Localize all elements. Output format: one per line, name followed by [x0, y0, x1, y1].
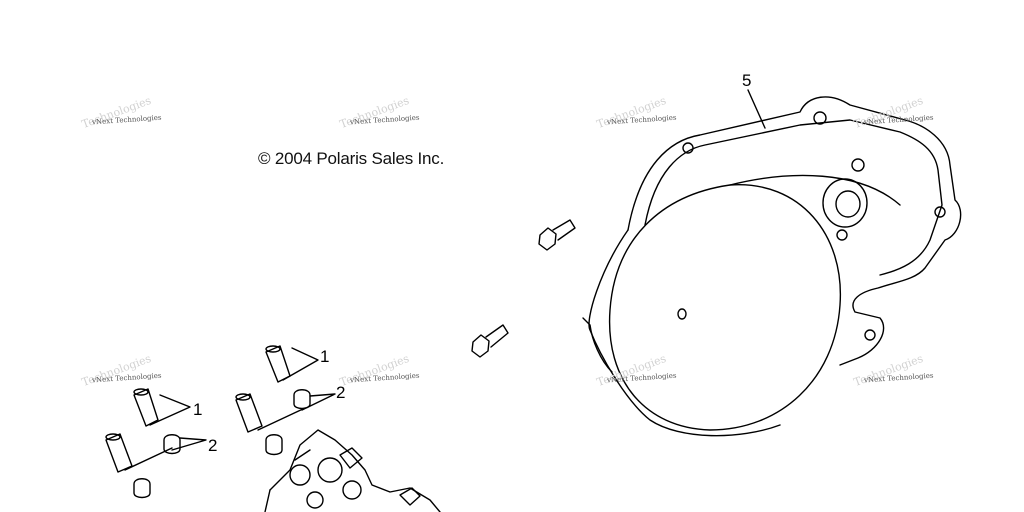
seal-2d: [133, 478, 151, 499]
bolt-upper: [538, 219, 576, 251]
cover-flange-outline: [627, 96, 962, 366]
cover-ear-hole-4: [864, 329, 876, 341]
seal-2a: [293, 389, 311, 410]
dowel-pin-set-left: [105, 388, 207, 499]
cover-lower-tab: [582, 317, 613, 373]
watermark: Technologies vNext Technologies: [80, 94, 190, 148]
watermark: Technologies vNext Technologies: [338, 352, 448, 406]
callout-1-left: 1: [193, 400, 203, 419]
seal-2c: [163, 434, 181, 455]
cover-ear-hole-3: [934, 206, 946, 218]
seal-2b: [265, 434, 283, 456]
bolt-lower: [471, 324, 509, 358]
leader-1-upper: [282, 347, 319, 381]
cover-ear-hole-2: [813, 111, 827, 125]
watermark: Technologies vNext Technologies: [595, 352, 705, 406]
callout-5: 5: [742, 71, 752, 90]
cover-dome-edge: [608, 184, 842, 431]
callout-2-left: 2: [208, 436, 218, 455]
dowel-pin-1b: [235, 393, 263, 433]
watermark: Technologies vNext Technologies: [338, 94, 448, 148]
watermark: Technologies vNext Technologies: [80, 352, 190, 406]
cover-bore-inner: [835, 190, 861, 218]
cover-body-top: [729, 174, 901, 206]
callout-leader-5: [747, 89, 766, 129]
cover-dome-rim: [588, 229, 781, 437]
cover-bore-outer: [822, 178, 868, 228]
cover-part: [582, 89, 962, 437]
watermark: Technologies vNext Technologies: [595, 94, 705, 148]
lower-assembly: [264, 429, 441, 512]
callout-1-upper: 1: [320, 347, 330, 366]
watermark: Technologies vNext Technologies: [852, 352, 962, 406]
cover-inner-flange: [644, 119, 943, 276]
copyright-notice: © 2004 Polaris Sales Inc.: [258, 149, 445, 168]
cover-ear-hole-1: [682, 142, 694, 154]
callout-2-upper: 2: [336, 383, 346, 402]
cover-bolt-hole-1: [851, 158, 865, 172]
cover-center-hole: [677, 308, 687, 320]
leader-2-upper: [301, 393, 336, 411]
dowel-pin-1c: [133, 388, 159, 427]
dowel-pin-set-upper: [235, 345, 336, 456]
cover-bolt-hole-2: [836, 229, 848, 241]
watermark: Technologies vNext Technologies: [852, 94, 962, 148]
